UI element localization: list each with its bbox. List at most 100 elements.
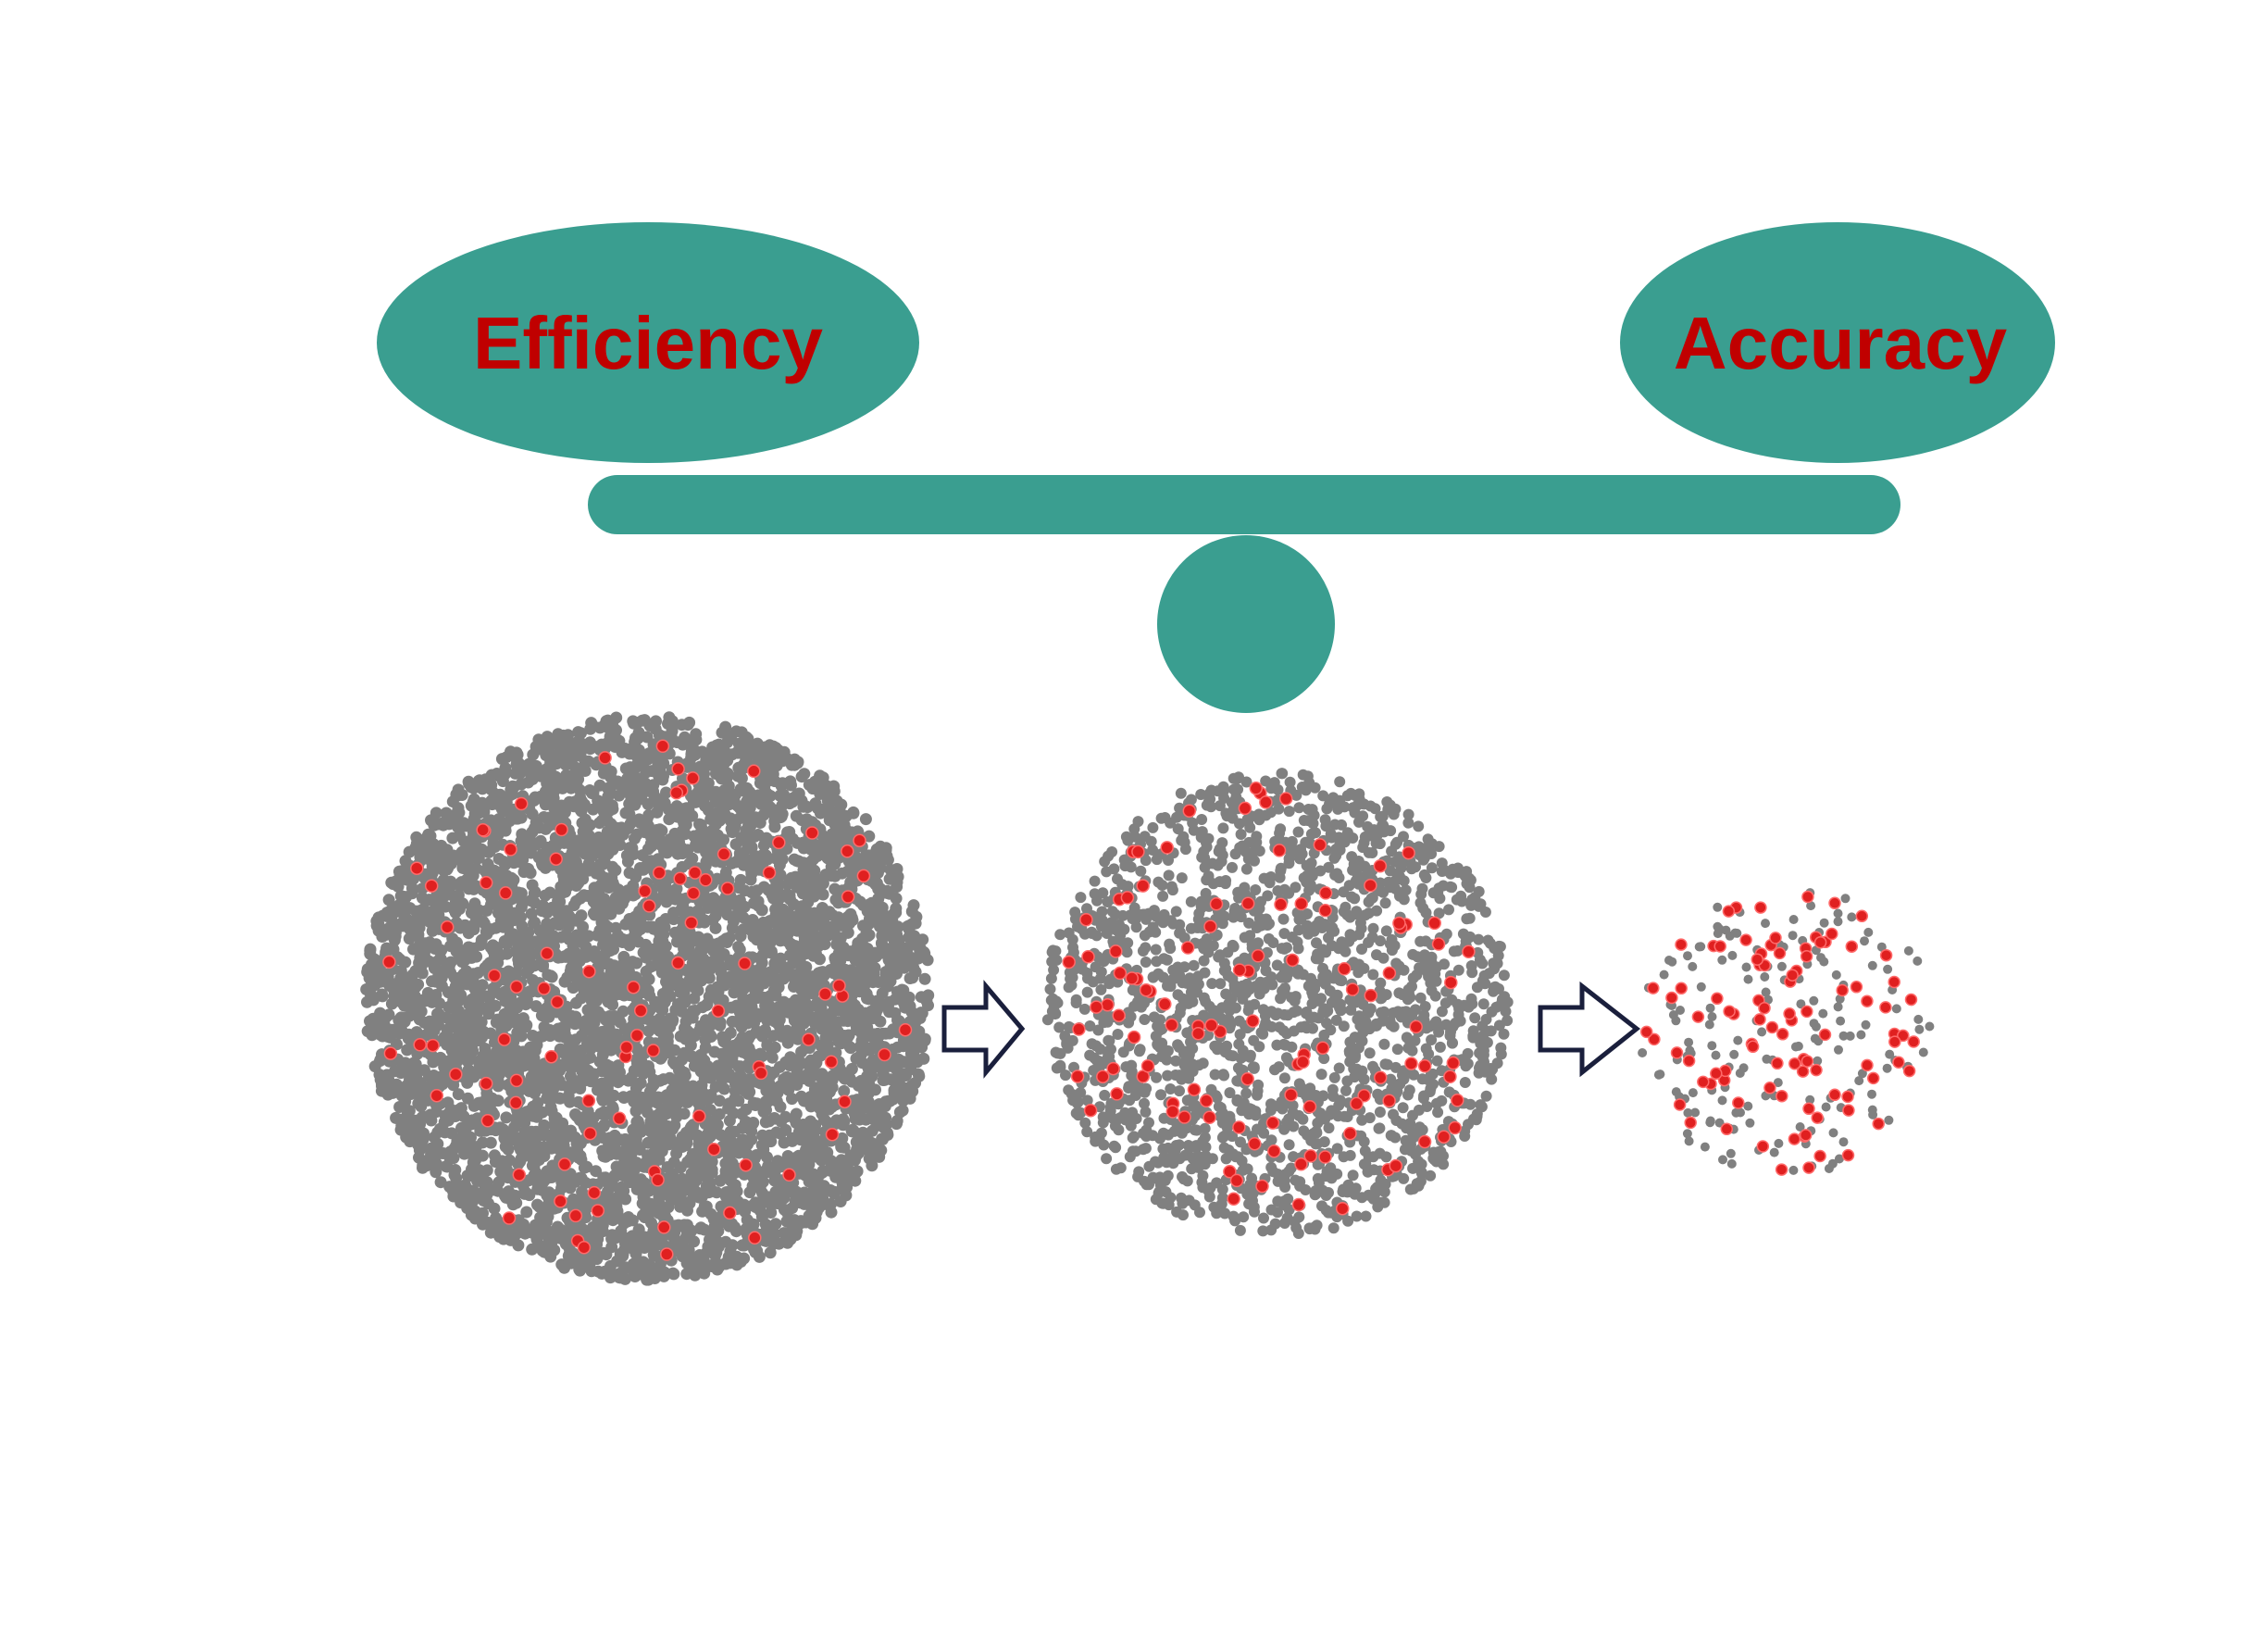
gray-point (820, 1116, 833, 1128)
gray-point (458, 1044, 471, 1057)
gray-point (434, 1176, 447, 1189)
gray-point (634, 912, 647, 925)
gray-point (749, 1245, 762, 1258)
balance-beam (588, 475, 1900, 534)
gray-point (690, 733, 703, 746)
gray-point (729, 1179, 741, 1192)
gray-point (730, 1071, 743, 1084)
gray-point (587, 895, 600, 908)
gray-point (463, 941, 476, 954)
gray-point (807, 890, 820, 903)
gray-point (465, 1067, 477, 1080)
gray-point (461, 1092, 474, 1105)
gray-point (443, 1055, 455, 1068)
gray-point (409, 1114, 422, 1127)
gray-point (530, 1039, 543, 1051)
gray-point (777, 907, 790, 920)
gray-point (903, 972, 916, 984)
gray-point (446, 832, 459, 844)
gray-point (821, 929, 834, 942)
gray-point (595, 1267, 608, 1280)
gray-point (398, 999, 411, 1012)
gray-point (639, 777, 652, 790)
gray-point (622, 933, 635, 946)
gray-point (896, 1104, 909, 1117)
gray-point (422, 828, 435, 841)
gray-point (891, 1115, 903, 1127)
gray-point (729, 725, 742, 738)
gray-point (478, 1175, 491, 1188)
gray-point (599, 1175, 612, 1188)
gray-point (517, 1179, 530, 1192)
gray-point (736, 1239, 749, 1252)
gray-point (575, 992, 588, 1005)
gray-point (418, 939, 431, 952)
gray-point (573, 1171, 586, 1184)
gray-point (380, 1011, 393, 1023)
gray-point (668, 827, 681, 840)
gray-point (814, 1196, 827, 1209)
gray-point (567, 955, 579, 968)
gray-point (897, 1094, 910, 1107)
gray-point (557, 1125, 570, 1138)
gray-point (740, 1103, 753, 1116)
gray-point (754, 1047, 766, 1060)
gray-point (525, 758, 538, 770)
gray-point (652, 1134, 665, 1147)
gray-point (804, 1100, 817, 1113)
gray-point (493, 899, 506, 912)
gray-point (579, 1054, 592, 1067)
gray-point (599, 948, 611, 960)
gray-point (817, 969, 830, 982)
gray-point (726, 921, 739, 934)
gray-point (541, 918, 554, 931)
gray-point (874, 882, 887, 895)
gray-point (517, 937, 529, 950)
gray-point (442, 1114, 455, 1127)
gray-point (776, 777, 789, 790)
gray-point (679, 828, 692, 841)
gray-point (499, 990, 512, 1003)
gray-point (625, 1147, 638, 1160)
gray-point (731, 1195, 744, 1208)
gray-point (828, 1166, 841, 1179)
gray-point (515, 1144, 527, 1157)
gray-point (847, 807, 860, 819)
gray-point (663, 813, 676, 826)
gray-point (623, 959, 636, 971)
gray-point (866, 976, 879, 989)
gray-point (485, 783, 498, 796)
gray-point (455, 1102, 467, 1115)
gray-point (467, 1184, 480, 1197)
gray-point (921, 954, 934, 967)
gray-point (735, 772, 748, 784)
gray-point (798, 768, 811, 781)
gray-point (480, 1124, 492, 1137)
gray-point (726, 1055, 739, 1068)
accuracy-pan (1620, 222, 2055, 463)
gray-point (584, 1043, 597, 1056)
gray-point (616, 745, 629, 758)
gray-point (593, 779, 606, 792)
gray-point (807, 870, 820, 883)
gray-point (515, 901, 528, 914)
gray-point (780, 888, 793, 901)
gray-point (760, 795, 773, 808)
gray-point (881, 980, 894, 993)
gray-point (837, 1113, 850, 1126)
gray-point (678, 1107, 691, 1120)
gray-point (724, 814, 737, 827)
gray-point (361, 1025, 374, 1038)
gray-point (647, 1079, 660, 1091)
gray-point (755, 957, 768, 969)
gray-point (385, 876, 398, 889)
gray-point (532, 851, 545, 864)
gray-point (776, 1030, 788, 1043)
gray-point (611, 931, 624, 944)
gray-point (446, 795, 459, 808)
gray-point (699, 782, 712, 794)
gray-point (508, 1230, 521, 1243)
gray-point (514, 1084, 527, 1096)
gray-point (700, 1186, 713, 1199)
gray-point (776, 807, 789, 820)
